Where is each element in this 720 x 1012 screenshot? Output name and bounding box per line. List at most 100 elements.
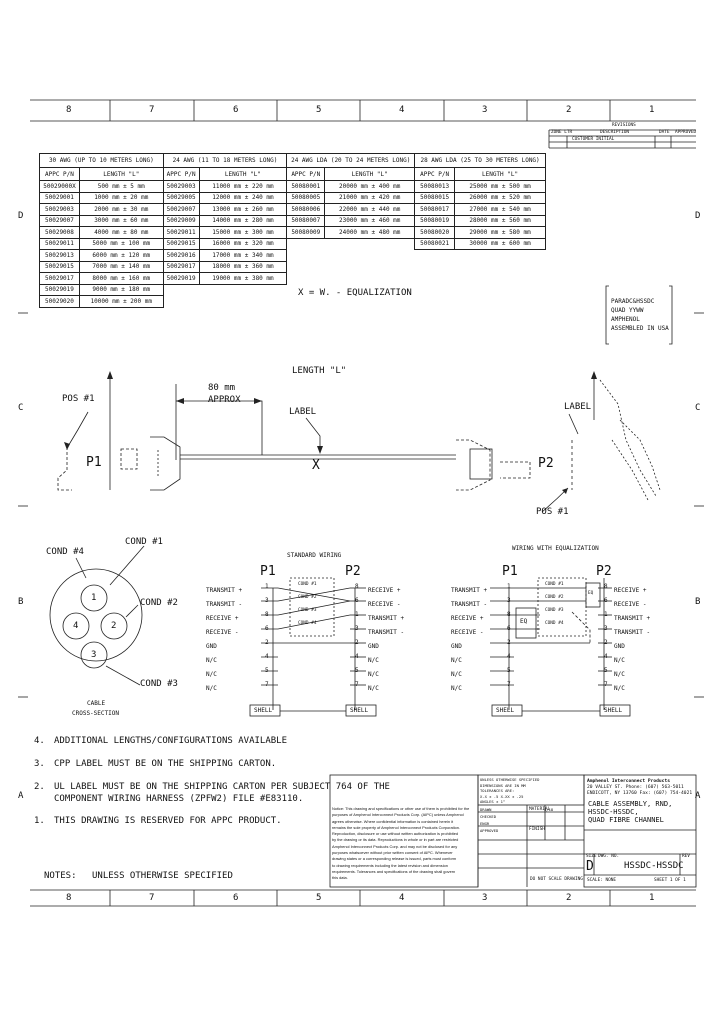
- legal-line: to drawing requirements including the la…: [332, 862, 448, 868]
- pin-signal: RECEIVE +: [206, 615, 239, 622]
- legal-line: purposes whatsoever without prior writte…: [332, 850, 453, 856]
- approval-date: 3/18: [544, 807, 554, 812]
- col-header-length: LENGTH "L": [324, 167, 416, 181]
- pin-signal: RECEIVE +: [451, 615, 484, 622]
- table-cell: 50029019: [162, 272, 200, 285]
- pin-number: 3: [604, 625, 608, 632]
- eq-shell-right: SHELL: [604, 707, 623, 714]
- pin-signal: N/C: [451, 685, 462, 692]
- pin-number: 7: [355, 681, 359, 688]
- approval-row: CHECKED: [480, 813, 553, 820]
- note-item: 3.CPP LABEL MUST BE ON THE SHIPPING CART…: [34, 758, 390, 781]
- group-header-24awg-lda: 24 AWG LDA (20 TO 24 METERS LONG): [286, 153, 416, 168]
- table-cell: 50080021: [414, 237, 456, 250]
- table-cell: 50029009: [162, 214, 200, 227]
- size-label: SIZE: [586, 854, 597, 859]
- standard-p1-label: P1: [260, 564, 276, 579]
- zone-label-right-a: A: [695, 791, 701, 801]
- pin-number: 1: [265, 583, 269, 590]
- zone-label-right-c: C: [695, 403, 701, 413]
- table-cell: 50029005: [162, 191, 200, 204]
- pin-signal: RECEIVE +: [614, 587, 647, 594]
- note-text: CPP LABEL MUST BE ON THE SHIPPING CARTON…: [54, 759, 277, 769]
- pin-signal: TRANSMIT +: [368, 615, 405, 622]
- cond-2-label: COND #2: [140, 598, 178, 608]
- col-header-pn: APPC P/N: [414, 167, 456, 181]
- cond-3-label: COND #3: [140, 679, 178, 689]
- zone-label-top-8: 8: [66, 105, 72, 115]
- cross-section-caption-cable: CABLE: [87, 700, 106, 707]
- table-cell: 30000 mm ± 600 mm: [454, 237, 546, 250]
- pin-number: 3: [355, 625, 359, 632]
- x-length-mark: X: [312, 458, 320, 473]
- dont-scale-label: DO NOT SCALE DRAWING: [530, 877, 583, 882]
- pin-number: 2: [265, 639, 269, 646]
- pin-number: 2: [604, 639, 608, 646]
- standard-shell-left: SHELL: [254, 707, 273, 714]
- table-cell: 11000 mm ± 220 mm: [198, 180, 288, 193]
- table-cell: 50029000X: [39, 180, 80, 193]
- sheet-value: SHEET 1 OF 1: [654, 878, 686, 883]
- pin-signal: GND: [614, 643, 625, 650]
- table-cell: 4000 mm ± 80 mm: [78, 226, 164, 239]
- pin-signal: RECEIVE -: [206, 629, 239, 636]
- finish-label: FINISH: [529, 827, 545, 832]
- note-number: 2.: [34, 782, 45, 792]
- pin-signal: N/C: [451, 657, 462, 664]
- revisions-title: REVISIONS: [612, 123, 636, 128]
- revisions-row: CUSTOMER INITIAL: [572, 137, 615, 142]
- p1-connector-label: P1: [86, 455, 102, 470]
- pin-number: 1: [355, 611, 359, 618]
- table-cell: 6000 mm ± 120 mm: [78, 249, 164, 262]
- eq-left-signals: TRANSMIT + TRANSMIT - RECEIVE + RECEIVE …: [451, 584, 487, 696]
- zone-label-bottom-1: 1: [649, 893, 655, 903]
- drawing-title: CABLE ASSEMBLY, RND, HSSDC-HSSDC, QUAD F…: [588, 800, 672, 824]
- table-cell: 25000 mm ± 500 mm: [454, 180, 546, 193]
- table-cell: 3000 mm ± 60 mm: [78, 214, 164, 227]
- drawing-number: HSSDC-HSSDC: [624, 861, 684, 871]
- note-text: COMPONENT WIRING HARNESS (ZPFW2) FILE #E…: [54, 794, 304, 804]
- eq-wiring-title: WIRING WITH EQUALIZATION: [512, 545, 599, 552]
- legal-line: this data.: [332, 875, 348, 881]
- tolerance-line: X.X ± .5 X.XX ± .25: [480, 793, 524, 799]
- table-cell: 12000 mm ± 240 mm: [198, 191, 288, 204]
- pin-signal: N/C: [368, 685, 379, 692]
- pin-signal: N/C: [368, 671, 379, 678]
- standard-shell-right: SHELL: [350, 707, 369, 714]
- group-header-24awg: 24 AWG (11 TO 18 METERS LONG): [162, 153, 288, 168]
- eq-conductors: COND #1 COND #2 COND #3 COND #4: [545, 578, 564, 630]
- pin-number: 1: [507, 583, 511, 590]
- notes-list: 4.ADDITIONAL LENGTHS/CONFIGURATIONS AVAI…: [34, 735, 390, 827]
- tolerance-line: ANGLES ± 1°: [480, 799, 506, 805]
- table-cell: 29000 mm ± 580 mm: [454, 226, 546, 239]
- zone-label-left-c: C: [18, 403, 24, 413]
- zone-label-top-4: 4: [399, 105, 405, 115]
- pin-number: 4: [604, 653, 608, 660]
- table-cell: 50029007: [39, 214, 80, 227]
- pin-number: 8: [355, 583, 359, 590]
- company-address: ENDICOTT, NY 13760 Fax: (607) 754-4021: [587, 791, 693, 796]
- zone-label-top-5: 5: [316, 105, 322, 115]
- legal-line: remains the sole property of Amphenol In…: [332, 824, 461, 830]
- dim-approx: APPROX: [208, 395, 241, 405]
- pos1-left-label: POS #1: [62, 394, 95, 404]
- table-cell: 50029013: [39, 249, 80, 262]
- company-block: Amphenol Interconnect Products 20 VALLEY…: [587, 779, 692, 797]
- pin-number: 5: [355, 667, 359, 674]
- company-name: Amphenol Interconnect Products: [587, 779, 670, 784]
- pin-number: 7: [507, 681, 511, 688]
- standard-wiring-title: STANDARD WIRING: [287, 552, 342, 559]
- table-cell: 1000 mm ± 20 mm: [78, 191, 164, 204]
- eq-shell-left: SHELL: [496, 707, 515, 714]
- conductor-label: COND #1: [545, 582, 564, 587]
- col-header-pn: APPC P/N: [39, 167, 80, 181]
- conductor-label: COND #3: [545, 608, 564, 613]
- eq-left-pins: 1 3 8 6 2 4 5 7: [507, 580, 511, 692]
- approval-role: APPROVED: [480, 828, 499, 833]
